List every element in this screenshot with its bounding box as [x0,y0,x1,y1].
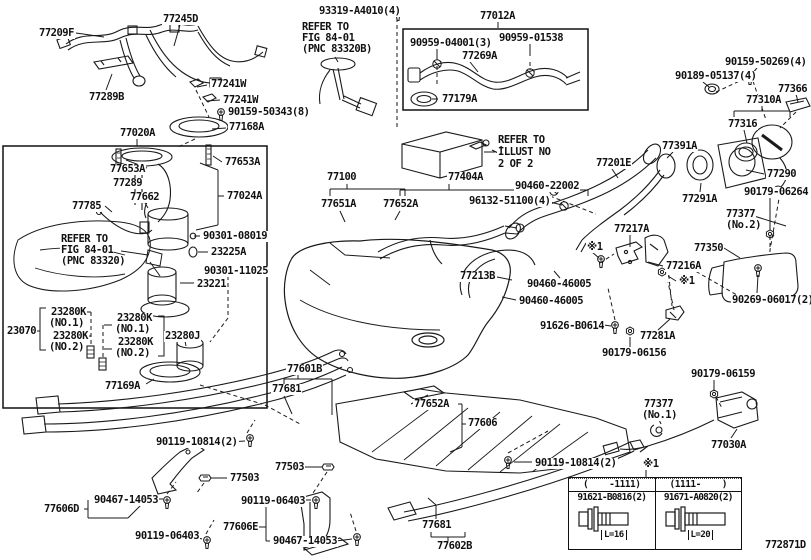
variant-table: ( -1111) 91621-B0816(2) L=16 (1111- ) 91… [568,477,742,550]
screw-icon [217,108,225,121]
bolt-length: L=20 [687,530,714,540]
nut-icon [625,326,635,336]
bolt-icon [504,456,512,469]
bolt-drawing [664,506,734,536]
bolt-icon [163,496,171,509]
fuel-pipe-drawing [56,22,268,138]
variant-column-early: ( -1111) 91621-B0816(2) L=16 [569,478,655,549]
bolt-icon [353,533,361,546]
clamp-icon [549,186,559,196]
variant-part-number: 91671-A0820(2) [663,492,734,503]
dashed-lines [90,18,797,535]
bolt-icon [203,536,211,549]
sender-gauge-drawing [318,57,378,117]
bolt-icon [746,72,754,85]
variant-range: ( -1111) [569,478,655,492]
fuel-pump-module-drawing [13,144,212,383]
bolt-drawing [577,506,643,536]
bolt-length: L=16 [601,530,627,540]
screw-icon [754,264,762,277]
assembly-boxes [2,28,589,409]
pipe-bracket-drawings [615,234,685,321]
variant-range: (1111- ) [655,478,741,492]
bolt-icon [246,434,254,447]
nut-icon [657,267,667,277]
leader-lines [34,11,799,542]
shield-strap-drawings [21,349,645,522]
variant-part-number: 91621-B0816(2) [577,492,647,503]
fuel-tank-drawing [283,238,511,379]
fuel-lid-drawing [602,252,799,456]
bolt-icon [312,496,320,509]
variant-column-late: (1111- ) 91671-A0820(2) L=20 [654,478,741,549]
hose-set-drawing [407,61,581,107]
bolt-icon [394,8,402,21]
nut-icon [709,389,719,399]
bolt-icon [611,321,619,334]
mount-bracket-drawings [151,443,350,556]
